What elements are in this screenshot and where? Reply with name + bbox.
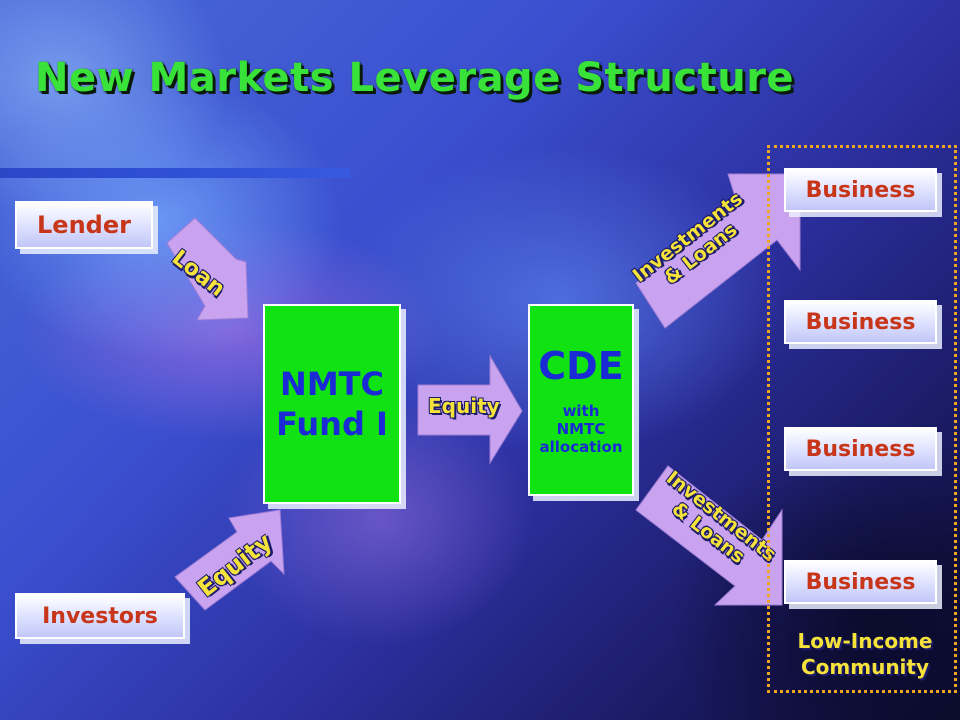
loan-arrow bbox=[166, 217, 249, 321]
cde-box: CDE with NMTC allocation bbox=[528, 304, 634, 496]
cde-line2: NMTC bbox=[556, 419, 606, 438]
slide-title: New Markets Leverage Structure bbox=[35, 55, 795, 101]
business-label-3: Business bbox=[805, 436, 916, 462]
cde-title: CDE bbox=[538, 344, 624, 388]
investors-box: Investors bbox=[15, 593, 185, 639]
business-box-1: Business bbox=[784, 168, 937, 212]
business-label-1: Business bbox=[805, 177, 916, 203]
business-label-2: Business bbox=[805, 309, 916, 335]
fund-line1: NMTC bbox=[280, 365, 384, 403]
community-line2: Community bbox=[800, 655, 930, 679]
fund-equity-arrow-label: Equity bbox=[428, 394, 500, 418]
lender-box: Lender bbox=[15, 201, 153, 249]
business-box-2: Business bbox=[784, 300, 937, 344]
fund-line2: Fund I bbox=[276, 405, 388, 443]
investments-bottom-arrow bbox=[635, 465, 783, 606]
business-box-3: Business bbox=[784, 427, 937, 471]
nmtc-fund-box: NMTC Fund I bbox=[263, 304, 401, 504]
cde-line1: with bbox=[562, 401, 600, 420]
cde-line3: allocation bbox=[539, 437, 623, 456]
lender-label: Lender bbox=[37, 211, 131, 239]
business-box-4: Business bbox=[784, 560, 937, 604]
fund-equity-arrow bbox=[417, 354, 523, 465]
community-line1: Low-Income bbox=[797, 629, 933, 653]
investments-top-arrow bbox=[635, 173, 801, 329]
title-underline-bar bbox=[0, 168, 350, 178]
low-income-community-region bbox=[767, 145, 957, 693]
business-label-4: Business bbox=[805, 569, 916, 595]
investor-equity-arrow bbox=[174, 509, 285, 611]
community-label: Low-Income Community bbox=[770, 628, 960, 680]
investors-label: Investors bbox=[42, 603, 158, 629]
